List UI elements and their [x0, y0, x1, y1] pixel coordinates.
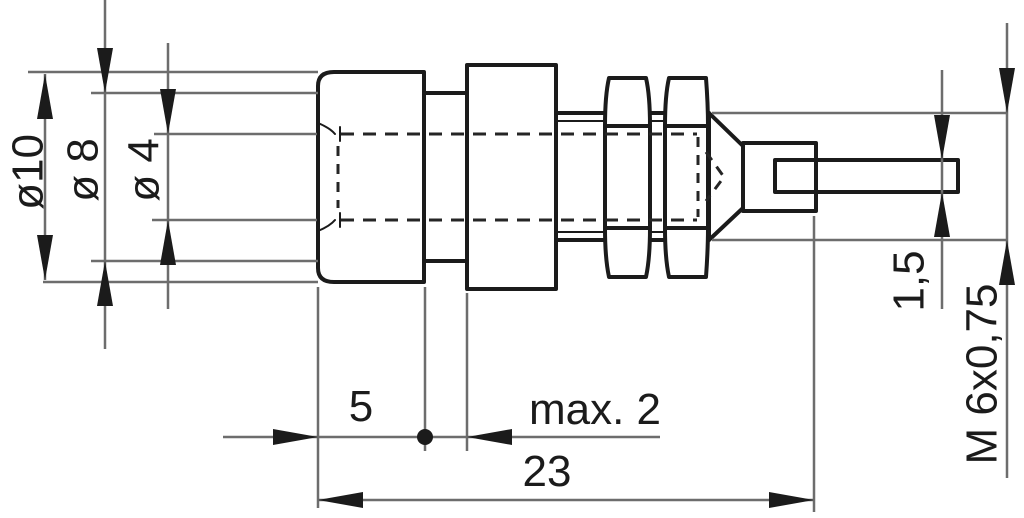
flange-outline	[465, 63, 558, 291]
dia8-extension-lines	[91, 91, 318, 263]
thread-extension-lines	[712, 111, 1006, 242]
slot-arrow-bottom	[934, 192, 950, 237]
length-extension-lines	[316, 216, 816, 512]
overall-arrow-right	[769, 492, 814, 508]
dimension-labels: ø10 ø 8 ø 4 1,5 M 6x0,75 5 max. 2 23	[3, 134, 1006, 496]
dia10-extension-lines	[28, 70, 318, 284]
panel-gap-arrow-right	[467, 429, 512, 445]
dim-label-head-length: 5	[349, 382, 373, 431]
hidden-lines	[336, 132, 726, 222]
dim-label-body-diameter: ø 8	[58, 138, 107, 202]
dia4-arrow-bottom	[160, 220, 176, 265]
thread-arrow-bottom	[999, 240, 1015, 285]
hex-nut-2	[663, 76, 710, 279]
head-outline	[316, 70, 426, 284]
thread-root-lines	[555, 120, 666, 233]
chain-dimension-dot	[417, 429, 433, 445]
countersink-edges	[317, 122, 341, 232]
thread-arrow-top	[999, 68, 1015, 113]
dia10-arrow-down	[37, 235, 53, 280]
part-outline	[316, 63, 960, 291]
dim-label-slot-width: 1,5	[884, 250, 933, 311]
head-length-arrow-left	[273, 429, 318, 445]
solder-pin-slot	[773, 158, 960, 194]
extension-lines	[28, 70, 1006, 512]
hex-nut-1	[603, 76, 652, 279]
dia8-arrow-top	[97, 48, 113, 93]
dia4-arrow-top	[160, 89, 176, 134]
slot-arrow-top	[934, 115, 950, 160]
overall-arrow-left	[318, 492, 363, 508]
thread-crest-lines	[554, 111, 667, 242]
taper-outline	[707, 111, 745, 242]
dim-label-overall-length: 23	[523, 447, 572, 496]
dia8-arrow-bottom	[97, 261, 113, 306]
dimension-lines	[37, 0, 1015, 508]
hole-wall-hidden-lines	[341, 132, 697, 222]
dim-label-hole-diameter: ø 4	[119, 138, 168, 202]
solder-lug-outline	[741, 141, 818, 213]
dim-label-thread-spec: M 6x0,75	[957, 284, 1006, 465]
dim-label-outer-diameter: ø10	[3, 134, 52, 210]
neck-outline	[422, 91, 469, 263]
dim-label-panel-thickness: max. 2	[529, 385, 661, 434]
dia4-extension-lines	[152, 132, 317, 222]
dia10-arrow-up	[37, 74, 53, 119]
